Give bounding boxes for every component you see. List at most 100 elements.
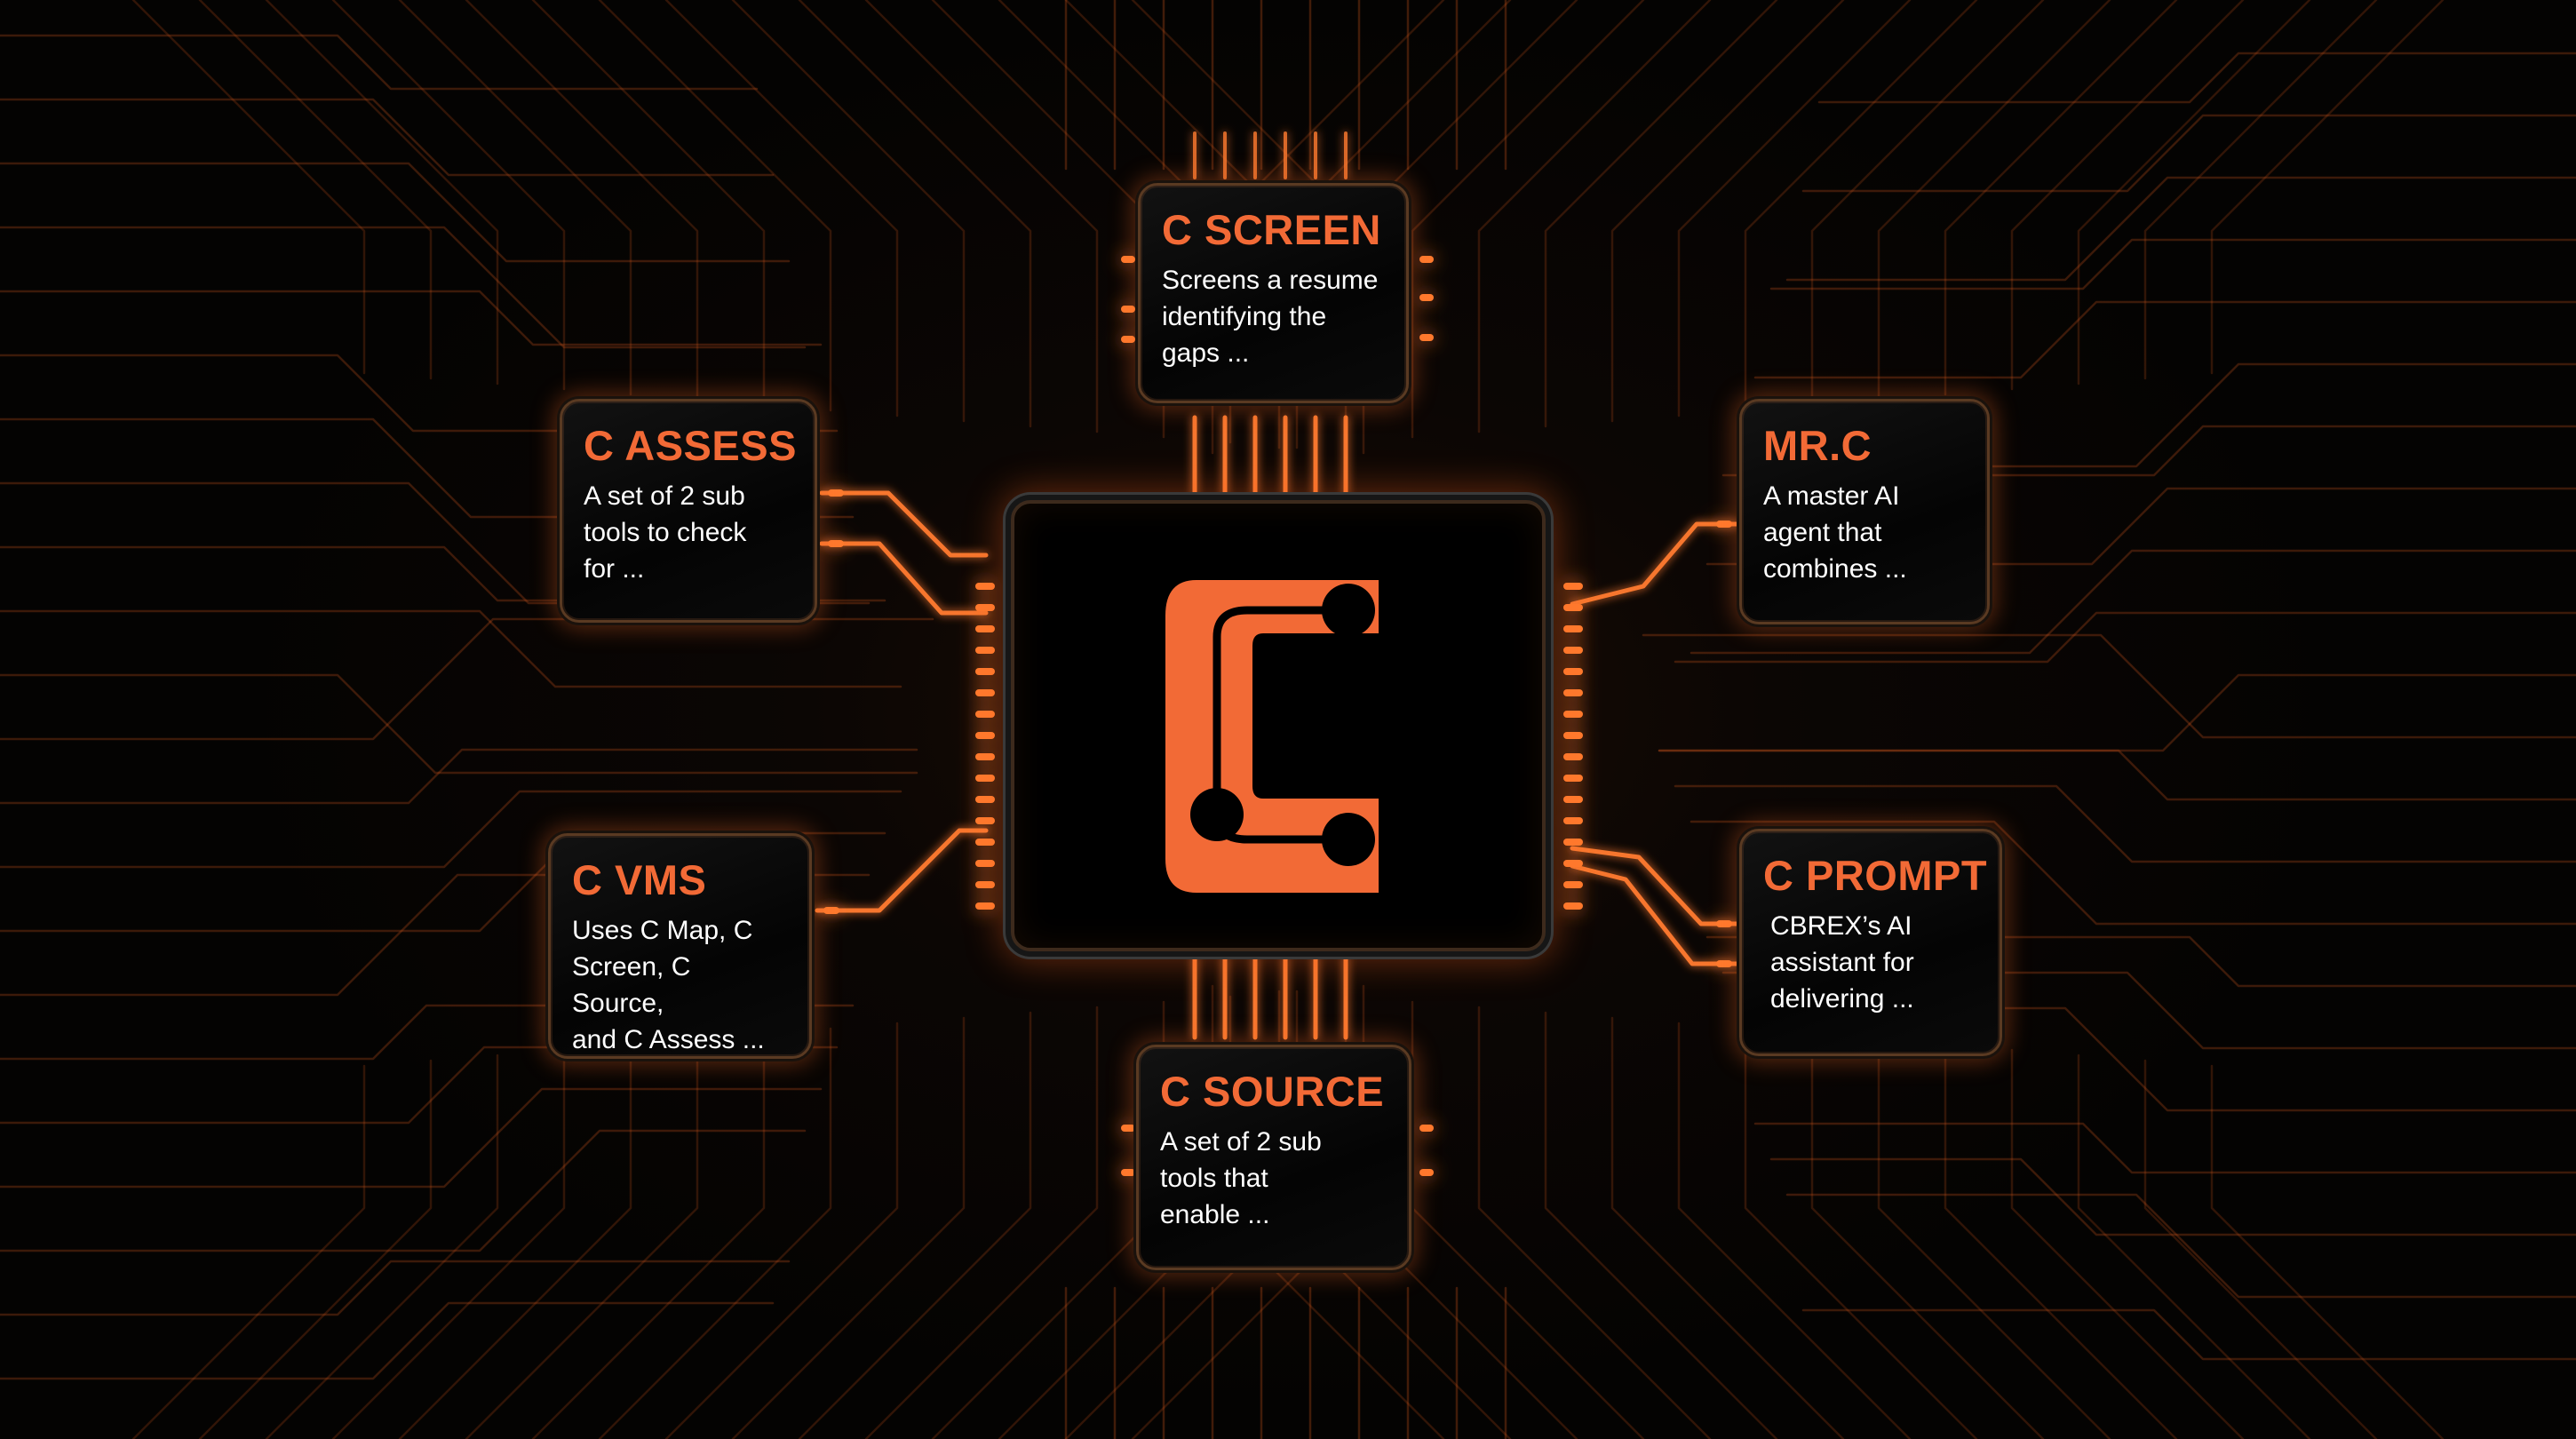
chip-pin-pad	[1419, 1169, 1434, 1176]
trace-line	[331, 0, 566, 391]
core-pin-pad	[1563, 668, 1583, 675]
trace-line	[1610, 1016, 1845, 1439]
core-pin-pad	[975, 583, 995, 590]
trace-line	[798, 0, 1032, 428]
bright-connector-traces	[815, 131, 1739, 1040]
trace-line	[1817, 52, 2576, 104]
core-pin-pad	[975, 860, 995, 867]
trace-line	[0, 673, 918, 775]
trace-line	[731, 0, 966, 423]
trace-line	[531, 1032, 766, 1439]
trace-line	[1944, 1043, 2178, 1439]
trace-line	[1744, 0, 1978, 412]
trace-line	[0, 162, 791, 263]
trace-line	[2210, 0, 2445, 375]
core-pin-pad	[1563, 881, 1583, 888]
cbrex-c-logo-icon	[1165, 580, 1379, 893]
core-pin-pad	[975, 817, 995, 824]
chip-pin-pad	[828, 489, 844, 497]
trace-line	[131, 1064, 366, 1439]
trace-line	[1801, 1308, 2576, 1361]
trace-line	[1769, 238, 2576, 290]
connector-trace	[819, 541, 989, 616]
trace-line	[1810, 0, 2045, 407]
trace-line	[1785, 176, 2576, 282]
trace-line	[2010, 1048, 2245, 1439]
module-card-c-screen[interactable]: C SCREEN Screens a resume identifying th…	[1138, 183, 1409, 403]
trace-line	[198, 0, 433, 380]
trace-line	[1610, 0, 1845, 423]
module-description: CBREX’s AI assistant for delivering ...	[1770, 911, 1914, 1014]
connector-trace	[815, 828, 989, 913]
core-pin-pad	[975, 711, 995, 718]
core-pin-pad	[1563, 753, 1583, 760]
chip-pin-pad	[1419, 334, 1434, 341]
connector-pads	[823, 256, 1732, 1176]
trace-line	[1877, 0, 2111, 401]
core-pin-pad	[1563, 839, 1583, 846]
module-description: Screens a resume identifying the gaps ..…	[1162, 266, 1379, 368]
connector-trace	[1570, 863, 1739, 966]
trace-line	[1769, 1157, 2576, 1236]
trace-line	[598, 1027, 832, 1439]
module-title: C SCREEN	[1162, 206, 1381, 253]
module-card-c-vms[interactable]: C VMS Uses C Map, C Screen, C Source, an…	[548, 833, 812, 1059]
c-logo-node-bottom	[1322, 813, 1375, 866]
trace-line	[864, 1006, 1099, 1439]
trace-line	[2210, 1064, 2445, 1439]
chip-pin-pad	[1716, 521, 1732, 528]
trace-line	[1810, 1032, 2045, 1439]
trace-line	[465, 1038, 699, 1439]
trace-line	[664, 0, 899, 417]
trace-line	[1801, 114, 2576, 193]
core-pin-pad	[1563, 902, 1583, 910]
trace-line	[664, 1022, 899, 1439]
core-pin-pad	[1563, 732, 1583, 739]
core-pin-pad	[975, 902, 995, 910]
module-card-mr-c[interactable]: MR.C A master AI agent that combines ...	[1739, 399, 1990, 624]
chip-pin-pad	[1419, 294, 1434, 301]
trace-line	[1658, 749, 2576, 801]
core-pin-pad	[1563, 860, 1583, 867]
trace-line	[1674, 611, 2576, 664]
trace-line	[1642, 633, 2576, 739]
module-description: Uses C Map, C Screen, C Source, and C As…	[572, 916, 765, 1054]
trace-line	[1690, 820, 2576, 926]
trace-line	[0, 609, 902, 688]
module-title: C VMS	[572, 856, 707, 903]
trace-line	[1677, 1022, 1912, 1439]
trace-line	[1690, 549, 2576, 655]
trace-line	[1477, 0, 1712, 433]
chip-pin-pad	[1121, 1169, 1135, 1176]
chip-pin-pad	[1716, 960, 1732, 967]
module-card-c-source[interactable]: C SOURCE A set of 2 sub tools that enabl…	[1136, 1045, 1411, 1270]
core-pin-pad	[1563, 647, 1583, 654]
trace-line	[0, 1087, 823, 1189]
trace-line	[931, 1000, 1165, 1439]
trace-line	[1753, 1122, 2576, 1174]
core-pin-pad	[975, 625, 995, 632]
trace-line	[1544, 1011, 1778, 1439]
trace-line	[931, 0, 1165, 439]
trace-line	[1411, 0, 1645, 439]
trace-line	[465, 0, 699, 401]
core-pin-pad	[1563, 775, 1583, 782]
trace-line	[0, 1129, 807, 1252]
trace-line	[1477, 1006, 1712, 1439]
core-pin-pad	[975, 604, 995, 611]
trace-line	[0, 226, 807, 349]
trace-line	[731, 1016, 966, 1439]
chip-pin-pad	[1419, 256, 1434, 263]
core-pin-pad	[975, 881, 995, 888]
module-title: C SOURCE	[1160, 1068, 1385, 1115]
trace-line	[398, 1043, 632, 1439]
trace-line	[798, 1011, 1032, 1439]
trace-line	[0, 790, 902, 869]
trace-line	[2010, 0, 2245, 391]
chip-pin-pad	[1121, 336, 1135, 343]
module-card-c-assess[interactable]: C ASSESS A set of 2 sub tools to check f…	[560, 399, 817, 623]
core-pin-pad	[1563, 604, 1583, 611]
module-description: A set of 2 sub tools that enable ...	[1160, 1127, 1322, 1229]
trace-line	[0, 1301, 775, 1380]
module-card-c-prompt[interactable]: C PROMPT CBREX’s AI assistant for delive…	[1739, 829, 2002, 1056]
